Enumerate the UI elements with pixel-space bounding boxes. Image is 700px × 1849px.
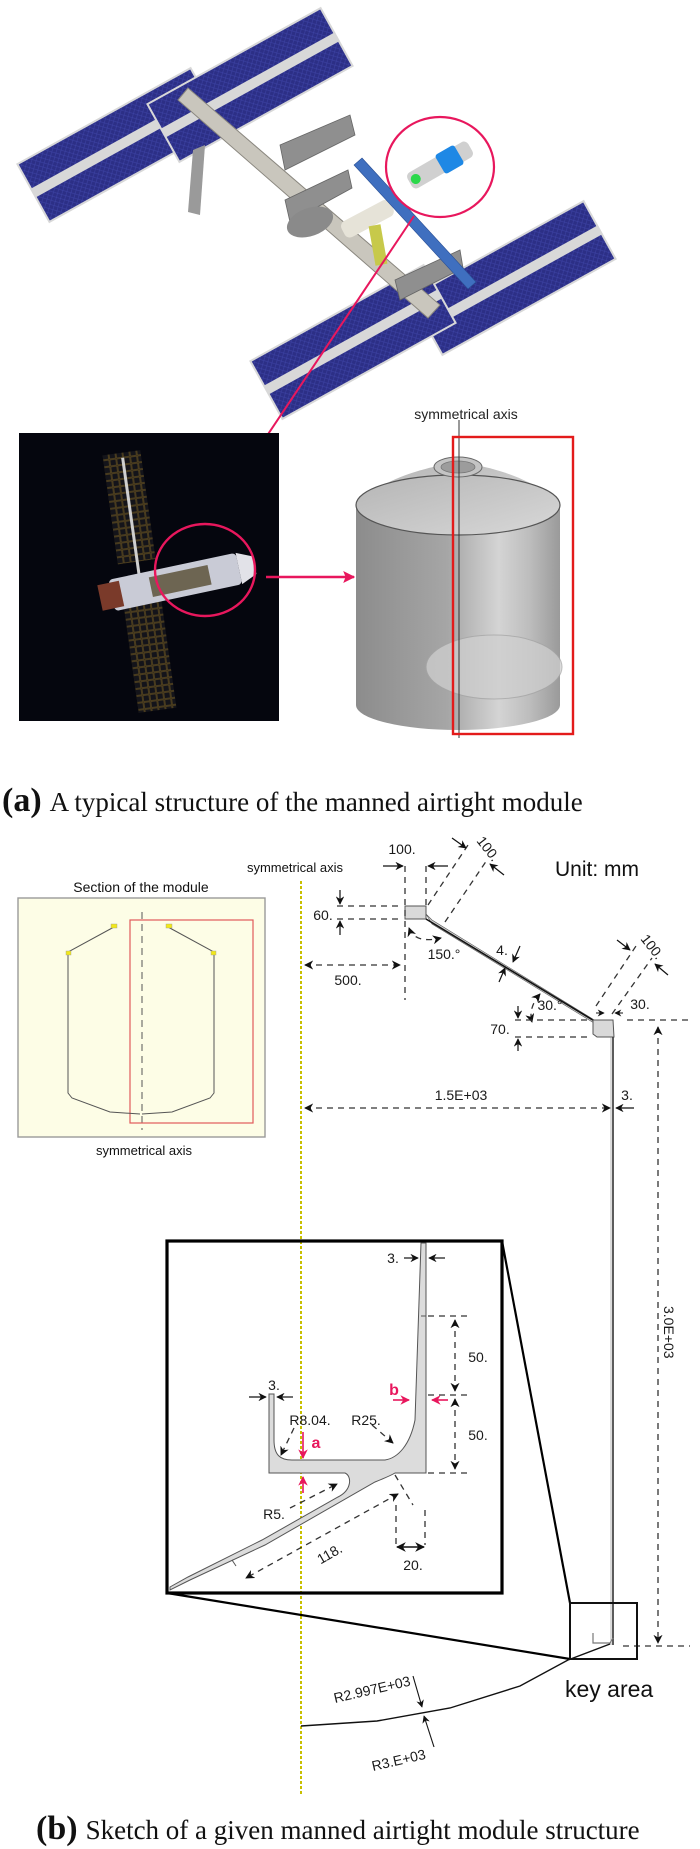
module-profile	[404, 905, 615, 1645]
dim-lower-angle: 30.°	[537, 997, 562, 1013]
caption-b-label: (b)	[36, 1810, 78, 1847]
detail-skirt-offset: 20.	[403, 1557, 422, 1573]
module	[341, 200, 394, 238]
dim-radius: 1.5E+03	[435, 1087, 488, 1103]
model-axis-label: symmetrical axis	[414, 406, 517, 422]
dim-top-flange-height: 60.	[313, 907, 332, 923]
solar-array-bottom-right	[409, 199, 617, 357]
highlighted-module	[407, 141, 473, 189]
space-station-image	[16, 6, 617, 507]
dim-top-offset: 500.	[334, 972, 361, 988]
unit-label: Unit: mm	[555, 858, 639, 881]
section-panel	[17, 897, 266, 1138]
dim-height: 3.0E+03	[661, 1306, 677, 1359]
dome-inner-radius: R2.997E+03	[332, 1673, 412, 1706]
key-area-label: key area	[565, 1676, 653, 1702]
caption-a-label: (a)	[2, 782, 42, 819]
module-photo	[19, 433, 279, 721]
dim-cone-angle: 150.°	[428, 946, 461, 962]
dim-cone-thickness: 4.	[496, 942, 508, 958]
caption-a-text: A typical structure of the manned airtig…	[50, 787, 583, 817]
detail-fillet-bottom: R5.	[263, 1506, 285, 1522]
cylinder-model	[355, 456, 563, 730]
small-solar-wing	[353, 157, 477, 290]
section-panel-title: Section of the module	[73, 879, 209, 895]
dome-dimension-lines	[412, 1675, 435, 1748]
model-section-box	[451, 435, 575, 736]
key-area	[569, 1602, 638, 1660]
detail-marker-a: a	[312, 1435, 321, 1452]
module	[368, 224, 388, 266]
dimension-lines	[304, 837, 690, 1647]
detail-wall-thickness: 3.	[387, 1250, 399, 1266]
radiator	[279, 114, 356, 171]
caption-a: (a) A typical structure of the manned ai…	[2, 782, 583, 819]
detail-fillet-large: R25.	[351, 1412, 381, 1428]
photo-module-body	[97, 552, 257, 611]
dome-outer-radius: R3.E+03	[370, 1746, 427, 1774]
dim-lower-flange-diag: 100.	[638, 931, 667, 962]
detail-skirt-length: 118.	[314, 1540, 345, 1567]
radiator	[188, 145, 205, 215]
detail-taper-lower: 50.	[468, 1427, 487, 1443]
detail-marker-b: b	[389, 1382, 399, 1399]
solar-array-bottom	[249, 263, 457, 421]
radiator	[284, 169, 353, 223]
dimension-labels: 100. 100. 60. 500. 150.° 4. 30.° 100. 30…	[313, 833, 677, 1359]
dim-lower-flange-offset: 30.	[630, 996, 649, 1012]
caption-b-text: Sketch of a given manned airtight module…	[86, 1815, 640, 1845]
dome-profile	[300, 1643, 611, 1727]
dim-top-flange-diag: 100.	[474, 833, 503, 864]
detail-taper-upper: 50.	[468, 1349, 487, 1365]
detail-inset	[165, 1239, 572, 1661]
detail-dimension-lines	[245, 1253, 470, 1579]
dim-top-flange-width: 100.	[388, 841, 415, 857]
detail-lip-thickness: 3.	[268, 1377, 280, 1393]
dim-lower-flange-height: 70.	[490, 1021, 509, 1037]
detail-fillet-small: R8.04.	[289, 1412, 330, 1428]
dim-wall-thickness: 3.	[621, 1087, 633, 1103]
highlight-circle	[384, 115, 496, 219]
photo-highlight-circle	[153, 522, 257, 618]
main-axis-label: symmetrical axis	[247, 860, 344, 875]
module	[286, 206, 334, 238]
caption-b: (b) Sketch of a given manned airtight mo…	[36, 1810, 640, 1847]
section-panel-axis-label: symmetrical axis	[96, 1143, 193, 1158]
